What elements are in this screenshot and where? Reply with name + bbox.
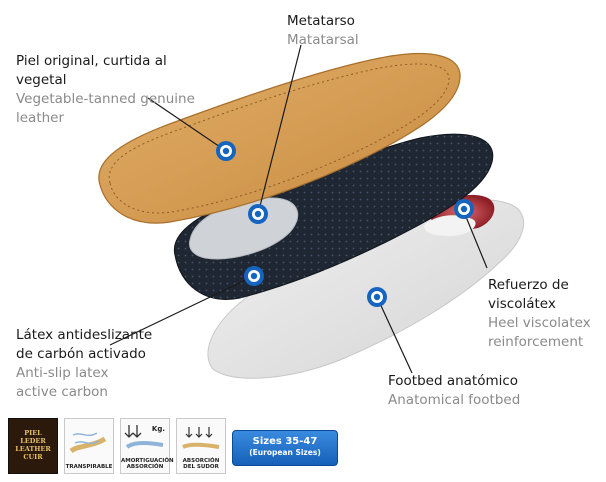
label-footbed-es: Footbed anatómico bbox=[388, 373, 519, 389]
label-latex-en-2: active carbon bbox=[16, 384, 108, 400]
leather-badge: PIEL LEDER LEATHER CUIR bbox=[8, 418, 58, 474]
marker-refuerzo bbox=[454, 199, 474, 219]
label-piel-en-1: Vegetable-tanned genuine bbox=[16, 91, 195, 107]
label-refuerzo-en-1: Heel viscolatex bbox=[488, 315, 591, 331]
label-refuerzo-es-1: Refuerzo de bbox=[488, 277, 569, 293]
label-refuerzo-es-2: viscolátex bbox=[488, 296, 556, 312]
label-metatarso: Metatarso Matatarsal bbox=[287, 12, 359, 50]
leather-badge-line2: LEDER bbox=[20, 437, 46, 445]
leader-line-piel bbox=[147, 97, 227, 152]
label-piel-en-2: leather bbox=[16, 110, 65, 126]
label-latex-es-1: Látex antideslizante bbox=[16, 327, 153, 343]
label-latex-en-1: Anti-slip latex bbox=[16, 365, 109, 381]
label-footbed: Footbed anatómico Anatomical footbed bbox=[388, 372, 520, 410]
absorcion-caption-2: DEL SUDOR bbox=[183, 464, 219, 470]
amortiguacion-caption-2: ABSORCIÓN bbox=[126, 464, 164, 470]
label-piel: Piel original, curtida al vegetal Vegeta… bbox=[16, 52, 195, 128]
amortiguacion-badge: Kg. AMORTIGUACIÓN ABSORCIÓN bbox=[120, 418, 174, 474]
airflow-icon bbox=[69, 432, 107, 454]
label-footbed-en: Anatomical footbed bbox=[388, 392, 521, 408]
label-refuerzo: Refuerzo de viscolátex Heel viscolatex r… bbox=[488, 276, 591, 352]
heel-pad-cutout bbox=[424, 215, 476, 236]
label-latex-es-2: de carbón activado bbox=[16, 346, 146, 362]
label-piel-es-2: vegetal bbox=[16, 72, 67, 88]
label-refuerzo-en-2: reinforcement bbox=[488, 334, 584, 350]
cushioning-arrows-icon bbox=[124, 425, 164, 449]
amortiguacion-caption-1: AMORTIGUACIÓN bbox=[121, 458, 174, 464]
absorcion-badge: ABSORCIÓN DEL SUDOR bbox=[176, 418, 226, 474]
sizes-button: Sizes 35-47 (European Sizes) bbox=[232, 430, 338, 466]
leather-badge-line1: PIEL bbox=[24, 429, 42, 437]
leather-stitching bbox=[108, 63, 450, 214]
leather-badge-line4: CUIR bbox=[23, 453, 43, 461]
sizes-line1: Sizes 35-47 bbox=[252, 436, 318, 447]
transpirable-caption: TRANSPIRABLE bbox=[65, 464, 113, 470]
marker-piel bbox=[216, 141, 236, 161]
label-metatarso-es: Metatarso bbox=[287, 13, 355, 29]
marker-latex bbox=[244, 266, 264, 286]
leader-line-metatarso bbox=[257, 44, 302, 215]
leather-badge-line3: LEATHER bbox=[15, 445, 51, 453]
transpirable-badge: TRANSPIRABLE bbox=[64, 418, 114, 474]
carbon-latex-perforation bbox=[174, 134, 493, 300]
leather-top-layer bbox=[98, 52, 461, 224]
leader-line-latex bbox=[109, 275, 255, 346]
sizes-line2: (European Sizes) bbox=[249, 448, 321, 457]
label-piel-es-1: Piel original, curtida al bbox=[16, 53, 167, 69]
amortiguacion-kg: Kg. bbox=[151, 425, 165, 433]
marker-metatarso bbox=[248, 204, 268, 224]
leader-line-refuerzo bbox=[463, 211, 488, 269]
label-latex: Látex antideslizante de carbón activado … bbox=[16, 326, 152, 402]
absorcion-caption-1: ABSORCIÓN bbox=[182, 458, 220, 464]
sweat-absorption-icon bbox=[182, 427, 220, 449]
label-metatarso-en: Matatarsal bbox=[287, 32, 359, 48]
leader-line-footbed bbox=[376, 296, 413, 374]
marker-footbed bbox=[367, 287, 387, 307]
